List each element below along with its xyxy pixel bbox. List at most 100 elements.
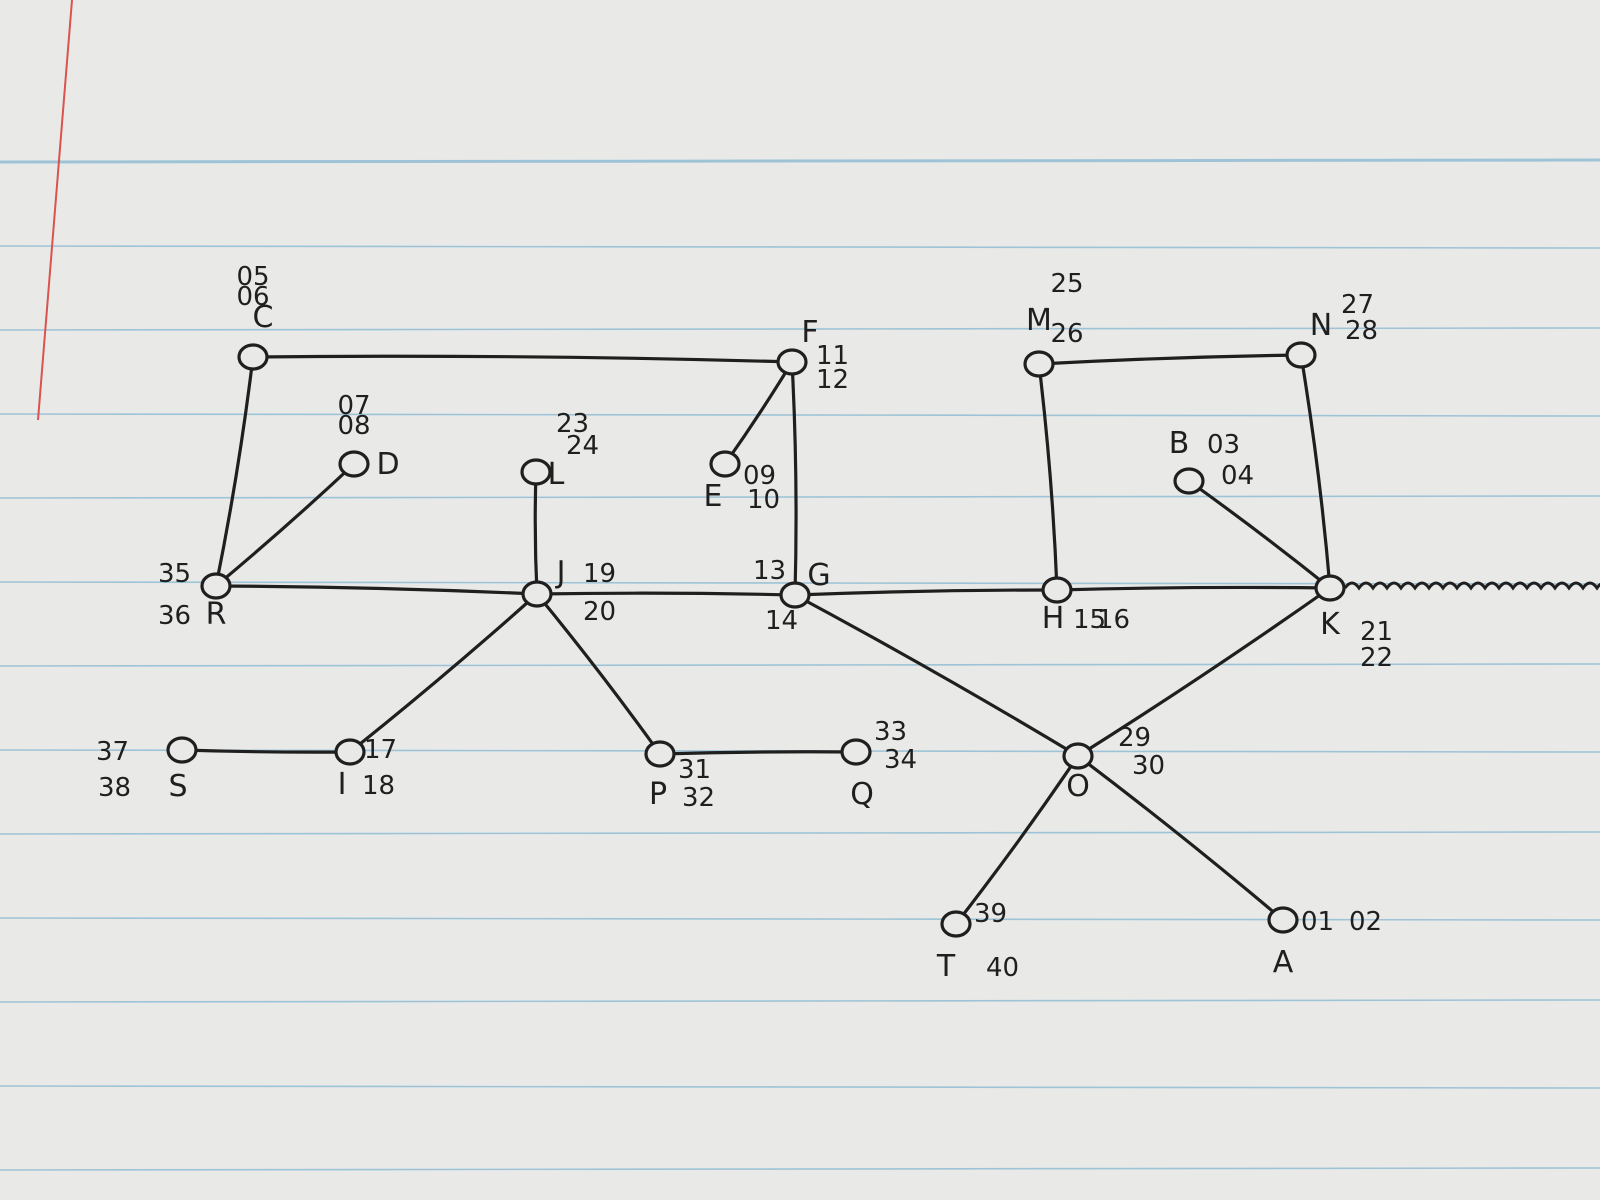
node-number: 27 — [1341, 290, 1374, 320]
node-number: 08 — [337, 411, 370, 441]
ruled-line — [0, 158, 1600, 164]
node-label: F — [801, 315, 818, 350]
node-number: 36 — [158, 601, 191, 631]
ruled-line — [0, 663, 1600, 667]
edge-J-I — [348, 592, 539, 754]
edge-O-T — [954, 754, 1080, 926]
node-I: I 17 18 — [334, 735, 397, 802]
node-circle — [200, 572, 232, 600]
node-number: 18 — [362, 771, 395, 801]
node-label: E — [704, 479, 723, 514]
node-label: O — [1066, 769, 1090, 804]
node-circle — [779, 581, 811, 609]
node-circle — [1173, 467, 1205, 495]
node-label: L — [548, 457, 565, 492]
node-number: 37 — [96, 737, 129, 767]
scribble-mark — [1343, 581, 1600, 591]
node-circle — [840, 738, 872, 766]
node-label: A — [1273, 945, 1294, 980]
node-circle — [776, 348, 808, 376]
edge-J-G — [535, 591, 797, 597]
node-number: 33 — [874, 717, 907, 747]
edge-G-O — [793, 593, 1080, 758]
edge-P-Q — [658, 750, 858, 756]
edge-N-K — [1299, 353, 1332, 590]
edge-F-G — [790, 360, 798, 597]
node-number: 32 — [682, 783, 715, 813]
node-label: I — [338, 767, 347, 802]
ruled-line — [0, 917, 1600, 921]
node-number: 06 — [236, 282, 269, 312]
node-number: 02 — [1349, 907, 1382, 937]
node-circle — [940, 910, 972, 938]
margin-line — [37, 0, 73, 421]
node-circle — [520, 458, 552, 486]
node-circle — [644, 740, 676, 768]
node-number: 21 — [1360, 617, 1393, 647]
edge-R-J — [214, 584, 539, 596]
node-circle — [1023, 350, 1055, 378]
node-circle — [237, 343, 269, 371]
node-label: K — [1320, 607, 1341, 642]
node-label: R — [206, 597, 227, 632]
edge-M-H — [1037, 362, 1059, 592]
node-circle — [334, 738, 366, 766]
node-number: 05 — [236, 262, 269, 292]
ruled-line — [0, 1085, 1600, 1089]
node-number: 14 — [765, 606, 798, 636]
edge-O-A — [1076, 754, 1285, 922]
edge-K-O — [1076, 586, 1332, 758]
edge-H-K — [1055, 585, 1332, 592]
node-number: 01 — [1301, 907, 1334, 937]
edge-G-H — [793, 588, 1059, 597]
node-number: 30 — [1132, 751, 1165, 781]
node-circle — [1285, 341, 1317, 369]
node-label: Q — [850, 777, 874, 812]
node-number: 31 — [678, 755, 711, 785]
edge-D-R — [214, 462, 356, 588]
node-label: J — [555, 555, 566, 590]
node-label: S — [168, 769, 187, 804]
node-number: 23 — [556, 409, 589, 439]
ruled-line — [0, 999, 1600, 1003]
node-label: N — [1310, 308, 1332, 343]
edge-C-F — [251, 354, 794, 364]
node-label: H — [1042, 601, 1065, 636]
node-number: 04 — [1221, 461, 1254, 491]
node-label: B — [1169, 426, 1190, 461]
node-number: 03 — [1207, 430, 1240, 460]
node-A: A01 02 — [1267, 906, 1382, 980]
node-number: 22 — [1360, 643, 1393, 673]
node-number: 10 — [747, 485, 780, 515]
edge-B-K — [1187, 479, 1332, 590]
node-number: 13 — [753, 556, 786, 586]
edge-I-S — [180, 748, 352, 754]
graph-edges — [180, 353, 1600, 926]
ruled-line — [0, 495, 1600, 499]
node-number: 17 — [364, 735, 397, 765]
node-number: 07 — [337, 391, 370, 421]
node-circle — [1314, 574, 1346, 602]
node-label: P — [649, 777, 667, 812]
edge-M-N — [1037, 353, 1303, 366]
node-circle — [709, 450, 741, 478]
node-number: 40 — [986, 953, 1019, 983]
node-number: 16 — [1097, 605, 1130, 635]
node-number: 26 — [1050, 319, 1083, 349]
node-label: M — [1026, 303, 1052, 338]
